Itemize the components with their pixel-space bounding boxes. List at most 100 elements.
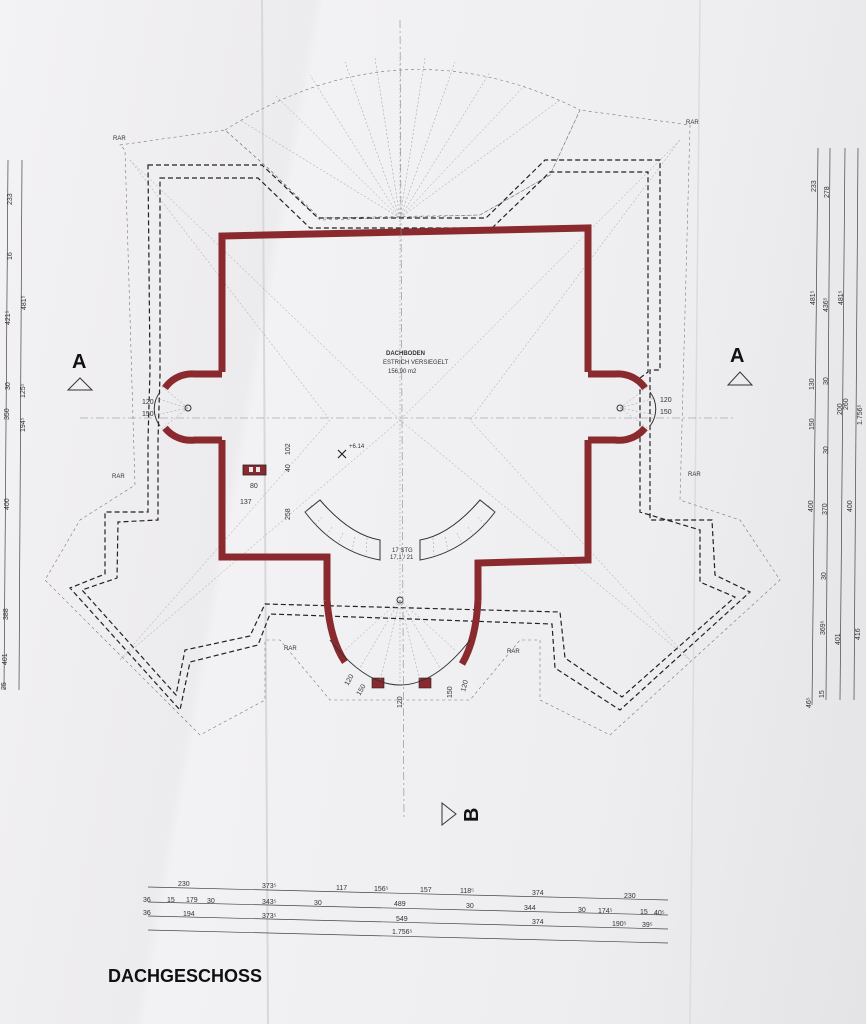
dim-label: 36 — [143, 897, 151, 904]
staircase-left — [304, 499, 381, 561]
section-a-label: A — [730, 345, 744, 367]
dim-label: 1.756⁵ — [392, 929, 413, 936]
right-dimension-lines — [811, 147, 859, 706]
dim-label: 46⁵ — [806, 697, 813, 708]
bottom-dimension-lines — [147, 886, 669, 944]
section-axis-b — [399, 19, 405, 821]
staircase-right — [419, 499, 496, 561]
main-wall — [218, 224, 592, 600]
dim-label: 39⁵ — [642, 922, 653, 929]
dim-label: 194 — [183, 911, 195, 918]
dim-label: 156⁵ — [374, 886, 389, 893]
dim-label: 150 — [660, 409, 672, 416]
room-area: 156,90 m2 — [388, 369, 417, 375]
dim-label: 30 — [466, 903, 474, 910]
bay-radials — [153, 384, 657, 431]
bay-right — [588, 370, 648, 444]
dim-label: 125⁵ — [20, 383, 27, 398]
dim-label: 137 — [240, 499, 252, 506]
dim-label: 120 — [660, 397, 672, 404]
level-marker-icon — [337, 449, 347, 459]
chimney — [242, 464, 267, 476]
dim-label: 350 — [4, 408, 11, 420]
dim-label: 481⁵ — [810, 290, 817, 305]
drawing-title: DACHGESCHOSS — [108, 966, 262, 986]
section-a-marker — [726, 371, 754, 386]
dim-label: 416 — [855, 628, 862, 640]
stair-label: 17,1 / 21 — [390, 555, 414, 561]
dim-label: 374 — [532, 890, 544, 897]
dim-label: 30 — [314, 900, 322, 907]
dim-label: 481⁵ — [21, 295, 28, 310]
dim-label: 25 — [1, 682, 8, 690]
dim-label: 373⁵ — [262, 913, 277, 920]
pillar — [418, 677, 432, 689]
dim-label: 343⁵ — [262, 899, 277, 906]
dim-label: 120 — [142, 399, 154, 406]
dim-label: 150 — [356, 683, 368, 697]
roof-label: RAR — [284, 646, 297, 652]
dim-label: 549 — [396, 916, 408, 923]
dim-label: 30 — [5, 382, 12, 390]
roof-label: RAR — [113, 136, 126, 142]
dim-label: 400 — [808, 500, 815, 512]
dim-label: 80 — [250, 483, 258, 490]
fold-line — [689, 0, 701, 1024]
dim-label: 117 — [336, 885, 347, 892]
dim-label: 15 — [167, 897, 175, 904]
dim-label: 401 — [835, 633, 842, 645]
dim-label: 179 — [186, 897, 198, 904]
dim-label: 150 — [447, 686, 454, 698]
dim-label: 400 — [4, 498, 11, 510]
chimney-flue — [256, 467, 260, 472]
dim-label: 369⁵ — [820, 620, 827, 635]
dim-label: 400 — [847, 500, 854, 512]
roof-label: RAR — [686, 120, 699, 126]
dim-label: 436⁵ — [823, 297, 830, 312]
section-b-marker — [441, 801, 457, 827]
dim-label: 120 — [344, 673, 356, 687]
dim-label: 401 — [2, 653, 9, 665]
dim-label: 374 — [532, 919, 544, 926]
dim-label: 30 — [823, 446, 830, 454]
level-label: +6.14 — [349, 444, 365, 450]
dim-label: 489 — [394, 901, 406, 908]
stair-label: 17 STG — [392, 548, 413, 554]
roof-outline — [44, 109, 781, 736]
dim-label: 278 — [824, 186, 831, 198]
dim-label: 40 — [285, 464, 292, 472]
roof-label: RAR — [112, 474, 125, 480]
section-a-marker — [66, 377, 94, 391]
dim-label: 102 — [285, 443, 292, 455]
pillar — [371, 677, 385, 689]
apse-radials — [329, 596, 471, 686]
dim-label: 233 — [811, 180, 818, 192]
roof-label: RAR — [507, 649, 520, 655]
dim-label: 157 — [420, 887, 432, 894]
dim-label: 30 — [823, 377, 830, 385]
dim-label: 15 — [819, 690, 826, 698]
dim-label: 36 — [143, 910, 151, 917]
dim-label: 373⁵ — [262, 883, 277, 890]
dim-label: 481⁵ — [838, 290, 845, 305]
dim-label: 260 — [843, 398, 850, 410]
bay-bottom — [323, 599, 482, 666]
dim-label: 30 — [207, 898, 215, 905]
dim-label: 190⁵ — [612, 921, 627, 928]
dim-label: 150 — [809, 418, 816, 430]
section-a-label: A — [72, 351, 86, 373]
dim-label: 30 — [578, 907, 586, 914]
dim-label: 233 — [7, 193, 14, 205]
dim-label: 344 — [524, 905, 536, 912]
dim-label: 370 — [822, 503, 829, 515]
chimney-flue — [249, 467, 253, 472]
dim-label: 1.756⁵ — [857, 404, 864, 425]
dim-label: 174⁵ — [598, 908, 613, 915]
dim-label: 388 — [3, 608, 10, 620]
dim-label: 230 — [178, 881, 190, 888]
dim-label: 40⁵ — [654, 910, 665, 917]
dim-label: 118⁵ — [460, 888, 474, 895]
dim-label: 230 — [624, 893, 636, 900]
dim-label: 200 — [837, 403, 844, 415]
